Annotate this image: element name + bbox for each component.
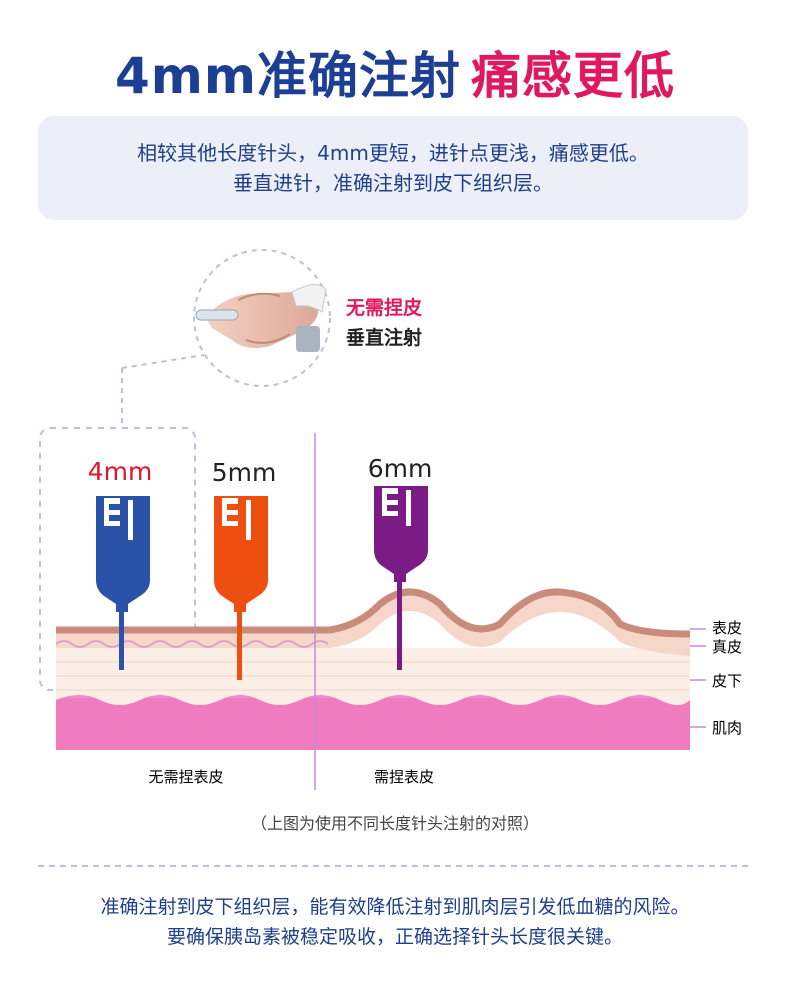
diagram-caption: （上图为使用不同长度针头注射的对照） [250,814,539,833]
title-part-1: 4mm准确注射 [115,47,461,105]
layer-label-subcutaneous: 皮下 [712,672,742,690]
epidermis-layer [56,588,691,638]
layer-label-epidermis: 表皮 [712,619,742,637]
needle-label-6mm: 6mm [368,454,433,483]
needle-label-5mm: 5mm [212,458,277,487]
footer-line-2: 要确保胰岛素被稳定吸收，正确选择针头长度很关键。 [166,926,623,948]
needle-5mm [214,496,268,680]
title-part-2: 痛感更低 [471,47,675,105]
hand-icon [195,284,327,352]
layer-label-dermis: 真皮 [712,638,742,656]
muscle-layer [56,698,690,750]
needle-6mm [374,486,428,670]
intro-box: 相较其他长度针头，4mm更短，进针点更浅，痛感更低。 垂直进针，准确注射到皮下组… [38,116,748,220]
page-title: 4mm准确注射痛感更低 [0,36,790,108]
note-no-pinch: 无需捏皮 [346,297,423,319]
footer-line-1: 准确注射到皮下组织层，能有效降低注射到肌肉层引发低血糖的风险。 [100,896,690,918]
label-pinch: 需捏表皮 [374,768,434,786]
note-vertical-injection: 垂直注射 [346,327,423,349]
intro-line-2: 垂直进针，准确注射到皮下组织层。 [233,171,553,195]
needle-label-4mm: 4mm [88,457,153,486]
layer-label-muscle: 肌肉 [712,719,742,737]
layer-pointers [690,628,706,728]
dermis-layer [56,591,690,656]
label-no-pinch: 无需捏表皮 [148,768,223,786]
intro-line-1: 相较其他长度针头，4mm更短，进针点更浅，痛感更低。 [137,141,649,165]
skin-layers [55,588,691,750]
needle-4mm [96,496,150,670]
hand-inset [121,249,331,428]
footer-text: 准确注射到皮下组织层，能有效降低注射到肌肉层引发低血糖的风险。 要确保胰岛素被稳… [0,892,790,952]
connector-line-diagonal [121,354,205,369]
